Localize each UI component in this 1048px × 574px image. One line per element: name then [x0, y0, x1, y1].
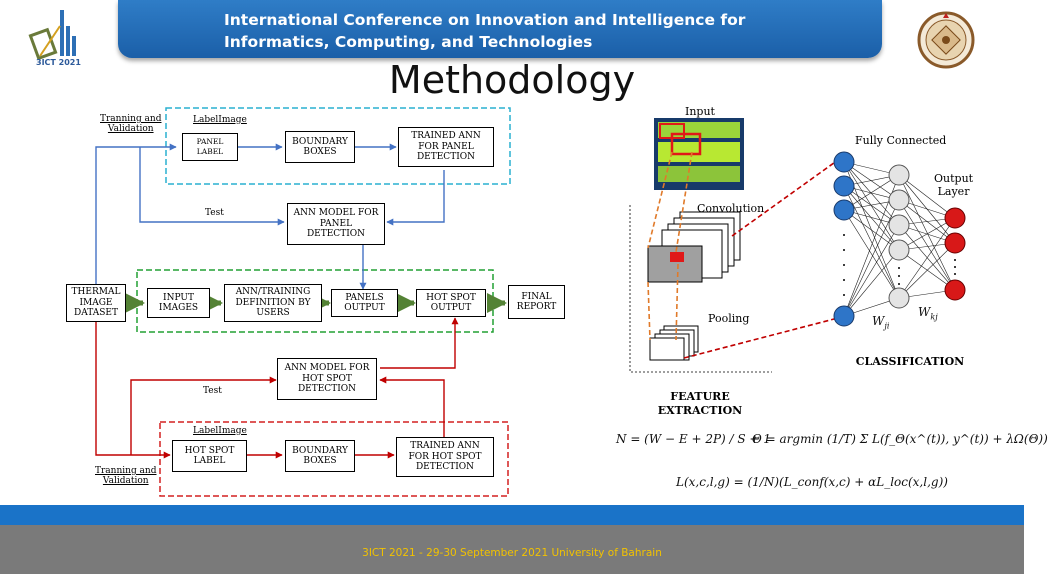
hotspot-output-box: HOT SPOT OUTPUT — [416, 289, 486, 317]
banner-line-1: International Conference on Innovation a… — [224, 11, 746, 29]
fc-input-nodes — [833, 151, 855, 327]
fc-hidden-nodes — [888, 164, 910, 309]
equation-loss-argmin: Θ = argmin (1/T) Σ L(f_Θ(x^(t)), y^(t)) … — [752, 432, 1048, 446]
convolution-label: Convolution — [697, 202, 765, 215]
panel-boundary-box: BOUNDARY BOXES — [285, 131, 355, 163]
banner-title: International Conference on Innovation a… — [224, 9, 745, 53]
weight-wkj: Wkj — [918, 305, 938, 322]
panel-label-box: PANEL LABEL — [182, 133, 238, 161]
input-images-box: INPUT IMAGES — [147, 288, 210, 318]
logo-text: 3ICT 2021 — [36, 58, 81, 67]
fully-connected-label: Fully Connected — [855, 134, 947, 147]
test-label-2: Test — [203, 386, 222, 396]
conference-logo: 3ICT 2021 — [28, 6, 90, 70]
panels-output-box: PANELS OUTPUT — [331, 289, 398, 317]
output-layer-label: Output Layer — [934, 172, 974, 198]
panel-trained-ann-box: TRAINED ANN FOR PANEL DETECTION — [398, 127, 494, 167]
pooling-stack — [649, 325, 699, 361]
input-label: Input — [685, 105, 715, 118]
test-label-1: Test — [205, 208, 224, 218]
convolution-stack — [647, 211, 741, 283]
hotspot-training-label: Tranning and Validation — [95, 466, 157, 486]
hotspot-trained-ann-box: TRAINED ANN FOR HOT SPOT DETECTION — [396, 437, 494, 477]
feature-extraction-label: FEATURE EXTRACTION — [657, 390, 743, 417]
footer-text: 3ICT 2021 - 29-30 September 2021 Univers… — [362, 547, 662, 559]
classification-label: CLASSIFICATION — [855, 355, 965, 368]
thermal-dataset-box: THERMAL IMAGE DATASET — [66, 284, 126, 322]
fc-output-nodes — [944, 207, 966, 301]
hotspot-labelimage-label: LabelImage — [193, 426, 247, 436]
university-seal — [915, 10, 977, 70]
final-report-box: FINAL REPORT — [508, 285, 565, 319]
hotspot-boundary-box: BOUNDARY BOXES — [285, 440, 355, 472]
footer-blue-band — [0, 505, 1024, 525]
flowchart-connectors — [95, 107, 511, 497]
panel-labelimage-label: LabelImage — [193, 115, 247, 125]
page-title: Methodology — [388, 58, 636, 102]
equation-conv-size: N = (W − E + 2P) / S + 1 — [616, 432, 771, 446]
fc-input-dots — [843, 234, 845, 296]
equation-detection-loss: L(x,c,l,g) = (1/N)(L_conf(x,c) + αL_loc(… — [676, 475, 948, 489]
footer-gray-band — [0, 525, 1024, 574]
ann-model-hotspot-box: ANN MODEL FOR HOT SPOT DETECTION — [277, 358, 377, 400]
pooling-label: Pooling — [708, 312, 750, 325]
cnn-diagram — [629, 118, 966, 373]
conference-banner — [118, 0, 882, 58]
hotspot-label-box: HOT SPOT LABEL — [172, 440, 247, 472]
weight-wji: Wji — [872, 314, 890, 331]
ann-training-definition-box: ANN/TRAINING DEFINITION BY USERS — [224, 284, 322, 322]
panel-training-label: Tranning and Validation — [100, 114, 162, 134]
banner-line-2: Informatics, Computing, and Technologies — [224, 33, 593, 51]
input-thermal-image — [654, 118, 744, 190]
ann-model-panel-box: ANN MODEL FOR PANEL DETECTION — [287, 203, 385, 245]
